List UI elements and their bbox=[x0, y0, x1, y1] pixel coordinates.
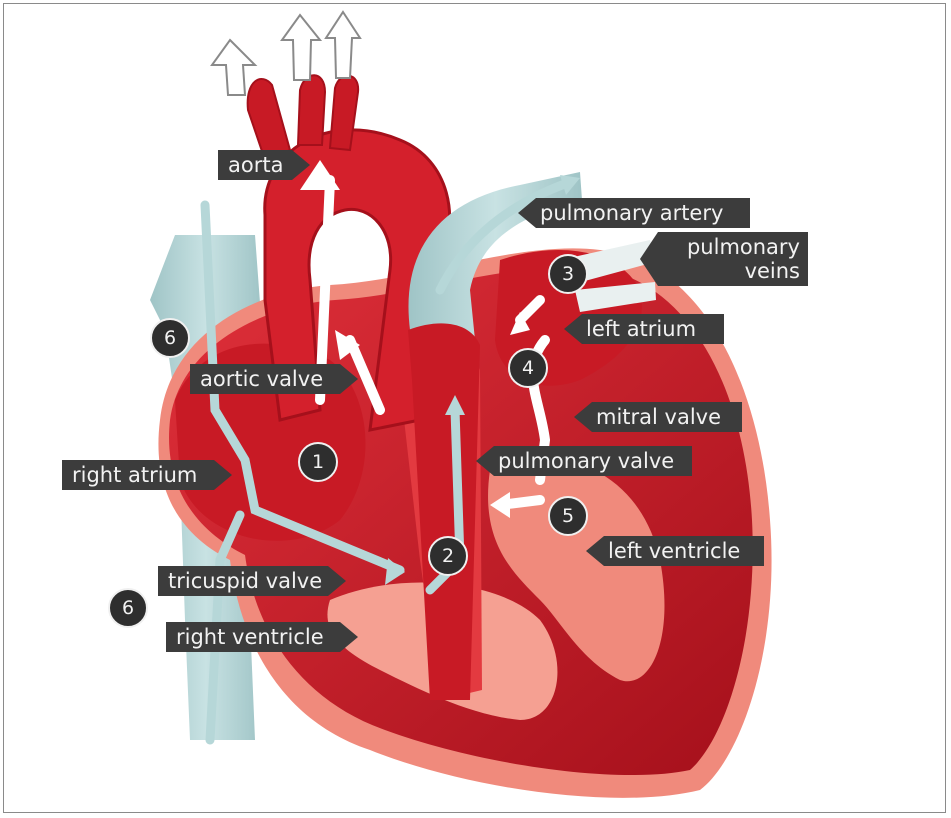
step-marker-3: 3 bbox=[548, 254, 588, 294]
label-pulmonary-artery: pulmonary artery bbox=[518, 198, 750, 228]
label-aortic-valve: aortic valve bbox=[190, 364, 358, 394]
label-right-atrium: right atrium bbox=[62, 460, 232, 490]
label-pulmonary-veins-line2: veins bbox=[662, 259, 800, 283]
label-mitral-valve: mitral valve bbox=[574, 402, 742, 432]
step-marker-4: 4 bbox=[508, 348, 548, 388]
label-pulmonary-veins: pulmonary veins bbox=[640, 232, 808, 286]
label-left-ventricle: left ventricle bbox=[586, 536, 764, 566]
label-aorta: aorta bbox=[218, 150, 310, 180]
aorta-branch-1 bbox=[248, 79, 290, 160]
step-marker-1: 1 bbox=[298, 442, 338, 482]
step-marker-5: 5 bbox=[548, 496, 588, 536]
label-pulmonary-valve: pulmonary valve bbox=[476, 446, 692, 476]
label-left-atrium: left atrium bbox=[564, 314, 724, 344]
aorta-branch-2 bbox=[298, 75, 325, 145]
step-marker-6-lower: 6 bbox=[108, 588, 148, 628]
label-tricuspid-valve: tricuspid valve bbox=[158, 566, 346, 596]
label-right-ventricle: right ventricle bbox=[166, 622, 358, 652]
step-marker-2: 2 bbox=[428, 536, 468, 576]
label-pulmonary-veins-line1: pulmonary bbox=[662, 235, 800, 259]
step-marker-6-upper: 6 bbox=[150, 318, 190, 358]
